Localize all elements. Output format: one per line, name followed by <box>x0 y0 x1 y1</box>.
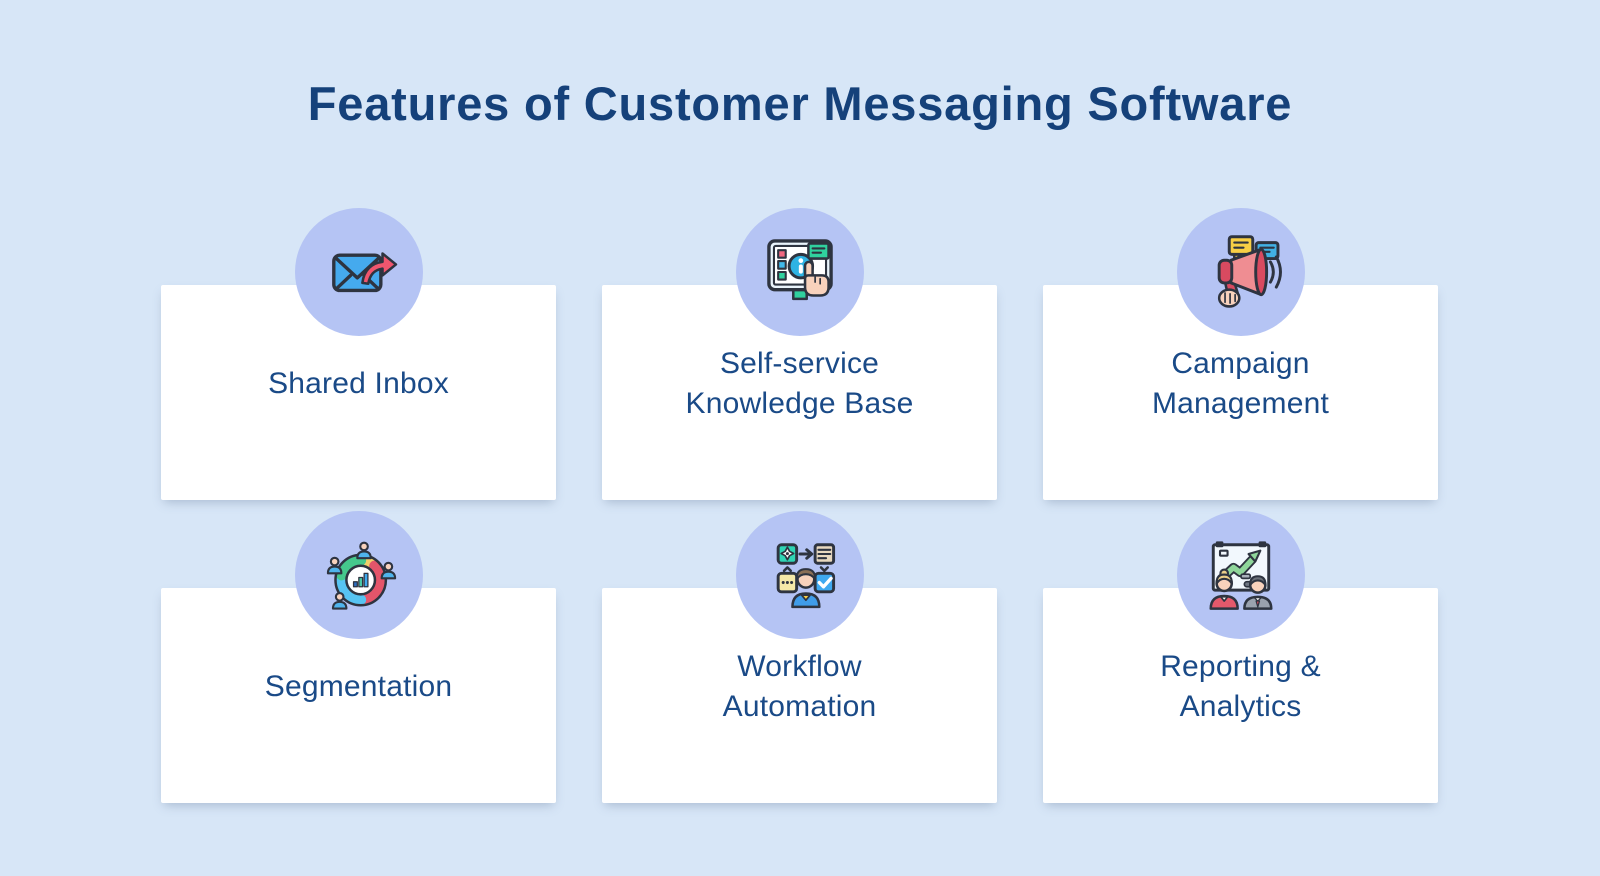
shared-inbox-icon <box>331 252 397 293</box>
icon-circle <box>294 511 423 639</box>
card-label: Campaign Management <box>1151 347 1330 420</box>
icon-circle <box>1176 511 1305 639</box>
card-reporting-analytics: Reporting & Analytics <box>1043 511 1438 803</box>
icon-circle <box>294 208 423 336</box>
icon-circle <box>1176 208 1305 336</box>
card-label: Reporting & Analytics <box>1160 650 1321 723</box>
card-label: Workflow Automation <box>722 650 877 723</box>
card-campaign-management: Campaign Management <box>1043 208 1438 500</box>
card-label: Shared Inbox <box>268 367 449 400</box>
campaign-management-icon <box>1217 235 1282 308</box>
icon-circle <box>735 208 864 336</box>
card-shared-inbox: Shared Inbox <box>161 208 556 500</box>
workflow-automation-icon <box>776 543 835 609</box>
reporting-analytics-icon <box>1209 541 1272 610</box>
card-workflow-automation: Workflow Automation <box>602 511 997 803</box>
knowledge-base-icon <box>766 239 833 301</box>
icon-circle <box>735 511 864 639</box>
card-segmentation: Segmentation <box>161 511 556 803</box>
page-title: Features of Customer Messaging Software <box>307 77 1293 130</box>
segmentation-icon <box>326 541 396 610</box>
card-knowledge-base: Self-service Knowledge Base <box>602 208 997 500</box>
card-label: Segmentation <box>264 670 453 703</box>
card-label: Self-service Knowledge Base <box>685 347 914 420</box>
